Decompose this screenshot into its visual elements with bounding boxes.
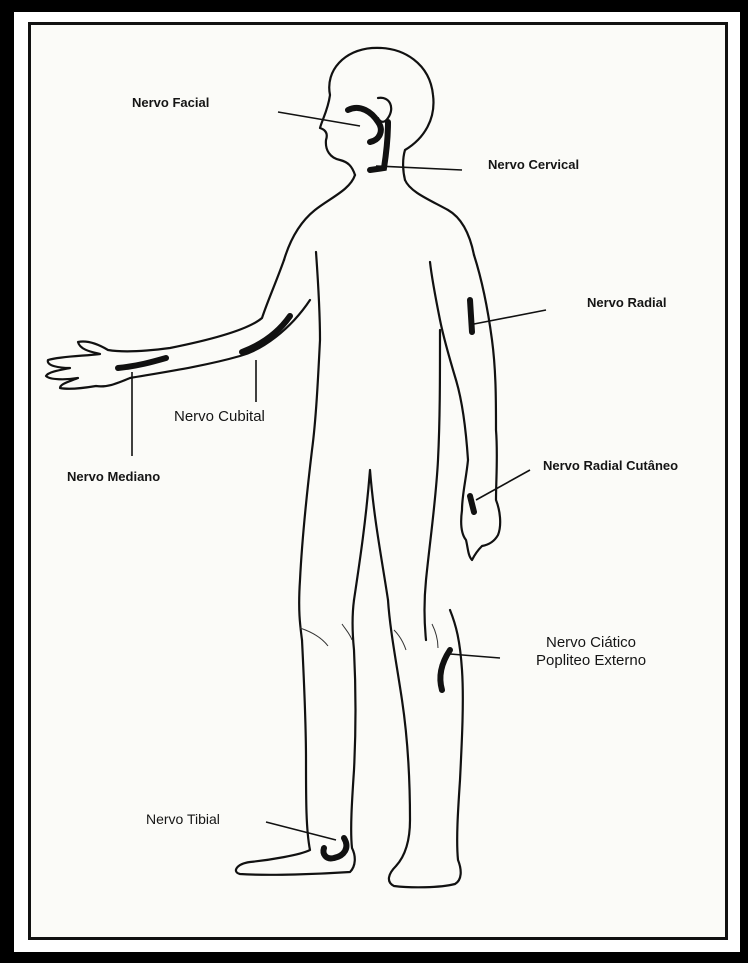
facial-leader (278, 112, 360, 126)
shoulders-outline (284, 175, 474, 260)
label-nervo-tibial: Nervo Tibial (146, 811, 220, 827)
nerve-markings (118, 108, 474, 858)
right-knee-shade (394, 630, 406, 650)
tibial-leader (266, 822, 336, 840)
label-nervo-radial-cutaneo: Nervo Radial Cutâneo (543, 459, 678, 474)
body-outline (46, 48, 500, 887)
radial-cutaneo-leader (476, 470, 530, 500)
torso-right-outline (425, 330, 441, 640)
tibial-nerve-mark (323, 838, 346, 858)
ear-outline (378, 98, 391, 122)
mediano-nerve-mark (118, 358, 166, 368)
label-nervo-radial: Nervo Radial (587, 296, 666, 311)
label-nervo-ciatico: Nervo Ciático (546, 634, 636, 651)
right-leg-outline (388, 600, 463, 887)
left-knee-shade (300, 628, 328, 646)
label-nervo-mediano: Nervo Mediano (67, 470, 160, 485)
label-nervo-cervical: Nervo Cervical (488, 158, 579, 173)
left-knee-shade-2 (342, 624, 352, 640)
ciatico-leader (450, 654, 500, 658)
ciatico-nerve-mark (440, 650, 450, 690)
label-nervo-cubital: Nervo Cubital (174, 408, 265, 425)
knee-shading (300, 624, 438, 650)
cubital-nerve-mark (242, 316, 290, 352)
left-leg-outline (236, 600, 356, 875)
left-arm-outline (46, 260, 310, 389)
label-popliteo-externo: Popliteo Externo (536, 652, 646, 669)
leader-lines (132, 112, 546, 840)
radial-leader (474, 310, 546, 324)
radial-cutaneo-nerve-mark (470, 496, 474, 512)
head-outline (320, 48, 433, 180)
crotch-outline (354, 470, 388, 600)
radial-nerve-mark (470, 300, 472, 332)
right-knee-shade-2 (432, 624, 438, 648)
label-nervo-facial: Nervo Facial (132, 96, 209, 111)
cervical-leader (376, 166, 462, 170)
